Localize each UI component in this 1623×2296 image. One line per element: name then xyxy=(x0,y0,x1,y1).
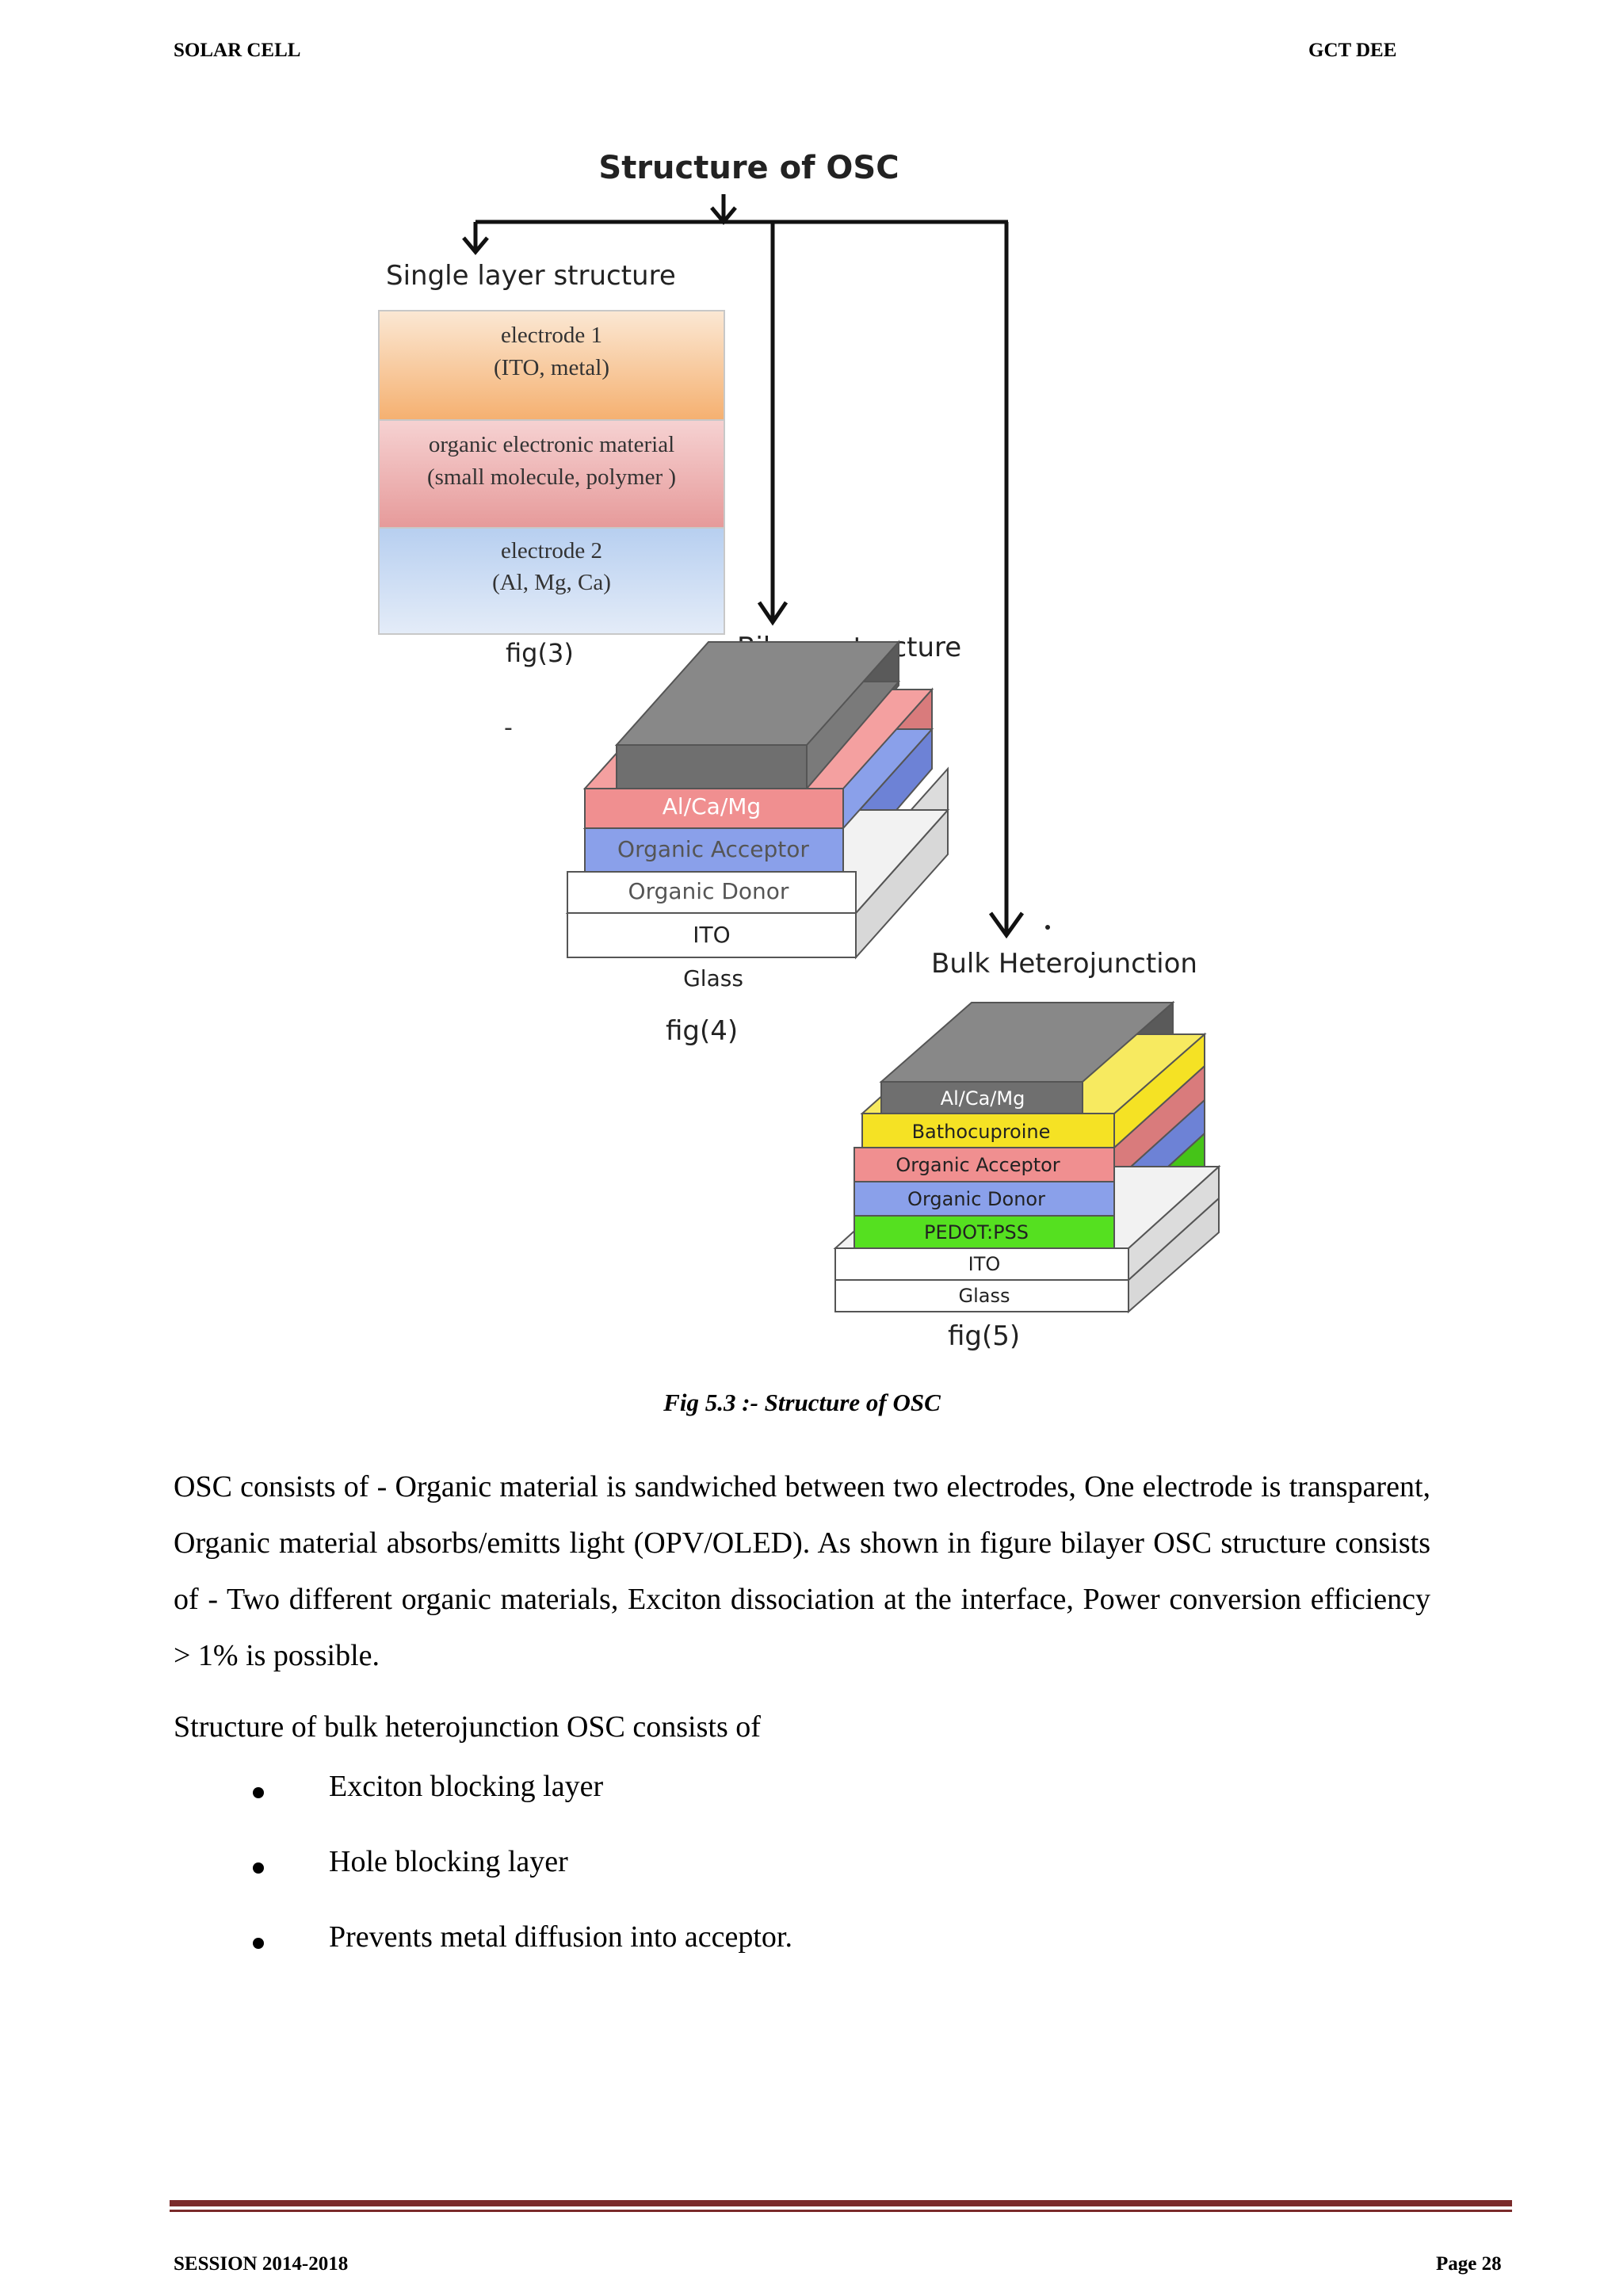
bulk-pedot xyxy=(854,1215,1115,1249)
organic-line1: organic electronic material xyxy=(429,432,674,457)
bulk-ito-label: ITO xyxy=(968,1253,1001,1275)
bulk-glass xyxy=(834,1279,1129,1312)
bilayer-acceptor-label: Organic Acceptor xyxy=(617,836,809,862)
single-layer-label: Single layer structure xyxy=(386,260,676,292)
figure-title: Structure of OSC xyxy=(598,150,899,186)
footer-left: SESSION 2014-2018 xyxy=(174,2253,349,2275)
bulk-metal-label: Al/Ca/Mg xyxy=(941,1087,1025,1110)
list-item: Prevents metal diffusion into acceptor. xyxy=(174,1920,1362,1995)
figure-caption: Fig 5.3 :- Structure of OSC xyxy=(663,1389,941,1416)
bulk-label: Bulk Heterojunction xyxy=(931,948,1197,980)
electrode-1-line1: electrode 1 xyxy=(501,323,602,348)
bilayer-metal xyxy=(616,744,808,789)
bulk-bathocuproine-label: Bathocuproine xyxy=(912,1121,1051,1143)
bulk-donor xyxy=(854,1181,1115,1217)
bilayer-glass xyxy=(567,912,857,958)
fig4-label: fig(4) xyxy=(666,1015,738,1047)
single-layer-stack: electrode 1 (ITO, metal) organic electro… xyxy=(378,310,725,635)
osc-structure-diagram: Structure of OSC Single layer structure … xyxy=(378,150,1221,1352)
bulk-pedot-label: PEDOT:PSS xyxy=(924,1221,1029,1244)
bulk-bathocuproine xyxy=(861,1113,1115,1148)
electrode-2-line2: (Al, Mg, Ca) xyxy=(492,570,611,595)
list-intro: Structure of bulk heterojunction OSC con… xyxy=(174,1710,761,1744)
organic-material-layer xyxy=(378,419,725,529)
footer-rule-thick xyxy=(170,2200,1512,2206)
single-arrow-head xyxy=(462,236,489,255)
electrode-2-line1: electrode 2 xyxy=(501,538,602,563)
bilayer-donor xyxy=(584,827,844,873)
electrode-2-layer xyxy=(378,527,725,635)
bullet-dot xyxy=(253,1938,264,1949)
bullet-text: Exciton blocking layer xyxy=(329,1770,604,1803)
arrow-tree xyxy=(462,194,1025,939)
bulk-arrow-head xyxy=(988,911,1025,939)
electrode-1-layer xyxy=(378,310,725,421)
page-number: Page 28 xyxy=(1436,2253,1502,2275)
bullet-list: Exciton blocking layer Hole blocking lay… xyxy=(174,1769,1362,1995)
footer-rule-thin xyxy=(170,2210,1512,2212)
header-left: SOLAR CELL xyxy=(174,40,301,61)
organic-line2: (small molecule, polymer ) xyxy=(427,464,676,490)
bullet-dot xyxy=(253,1787,264,1798)
title-arrow-head xyxy=(710,206,737,225)
electrode-1-line2: (ITO, metal) xyxy=(494,355,609,380)
stray-mark: - xyxy=(504,714,513,742)
bilayer-glass-label: Glass xyxy=(683,965,743,991)
fig3-label: fig(3) xyxy=(506,638,574,668)
list-item: Hole blocking layer xyxy=(174,1844,1362,1920)
bulk-ito xyxy=(834,1247,1129,1281)
fig5-label: fig(5) xyxy=(948,1320,1020,1352)
bilayer-ito xyxy=(567,871,857,914)
bilayer-donor-label: Organic Donor xyxy=(628,878,789,904)
bilayer-stack xyxy=(565,640,950,960)
bullet-text: Prevents metal diffusion into acceptor. xyxy=(329,1920,792,1954)
bullet-dot xyxy=(253,1862,264,1874)
header-right: GCT DEE xyxy=(1308,40,1397,61)
bilayer-acceptor xyxy=(584,788,844,829)
bulk-acceptor-label: Organic Acceptor xyxy=(896,1154,1060,1176)
bulk-glass-label: Glass xyxy=(959,1285,1010,1307)
bullet-text: Hole blocking layer xyxy=(329,1845,568,1878)
bilayer-ito-label: ITO xyxy=(693,922,730,948)
bilayer-metal-label: Al/Ca/Mg xyxy=(663,793,761,819)
bulk-donor-label: Organic Donor xyxy=(907,1188,1045,1210)
list-item: Exciton blocking layer xyxy=(174,1769,1362,1844)
bulk-stack xyxy=(833,1000,1221,1314)
bilayer-arrow-head xyxy=(757,601,789,626)
body-paragraph: OSC consists of - Organic material is sa… xyxy=(174,1470,1430,1672)
